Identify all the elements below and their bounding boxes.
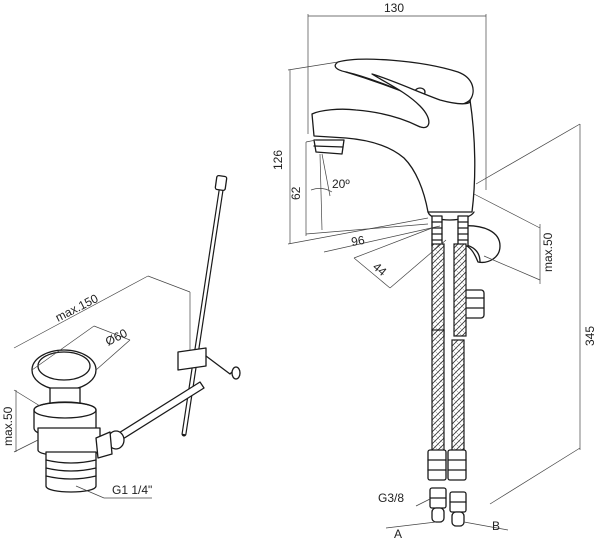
dim-g38: G3/8 (378, 491, 404, 505)
hose-b-upper (453, 243, 467, 337)
dim-44: 44 (370, 260, 389, 280)
mounting-bracket (459, 225, 501, 264)
faucet-dimensions (287, 14, 581, 531)
dim-g114: G1 1/4" (112, 483, 152, 497)
faucet-drawing (311, 58, 501, 527)
dim-max150: max.150 (53, 291, 101, 325)
drain-dimensions (13, 275, 191, 499)
dim-96: 96 (350, 233, 366, 249)
dim-angle-20: 20º (332, 177, 350, 191)
hose-b-lower (451, 339, 465, 461)
drain-rod-clamp (177, 347, 207, 371)
dim-max50-right: max.50 (541, 232, 555, 272)
faucet-lever (334, 58, 474, 106)
faucet-body (311, 73, 476, 213)
label-hose-b: B (492, 519, 500, 533)
dim-130: 130 (384, 1, 404, 15)
hose-a-lower (431, 329, 445, 461)
dim-max50-left: max.50 (1, 406, 15, 446)
dim-126: 126 (271, 150, 285, 170)
dim-345: 345 (583, 326, 597, 346)
drain-cap (31, 349, 97, 391)
label-hose-a: A (394, 527, 402, 541)
hose-a-upper (431, 243, 445, 337)
dim-62: 62 (289, 186, 303, 200)
dim-d60: Ø60 (103, 326, 130, 349)
drain-drawing (31, 174, 241, 493)
